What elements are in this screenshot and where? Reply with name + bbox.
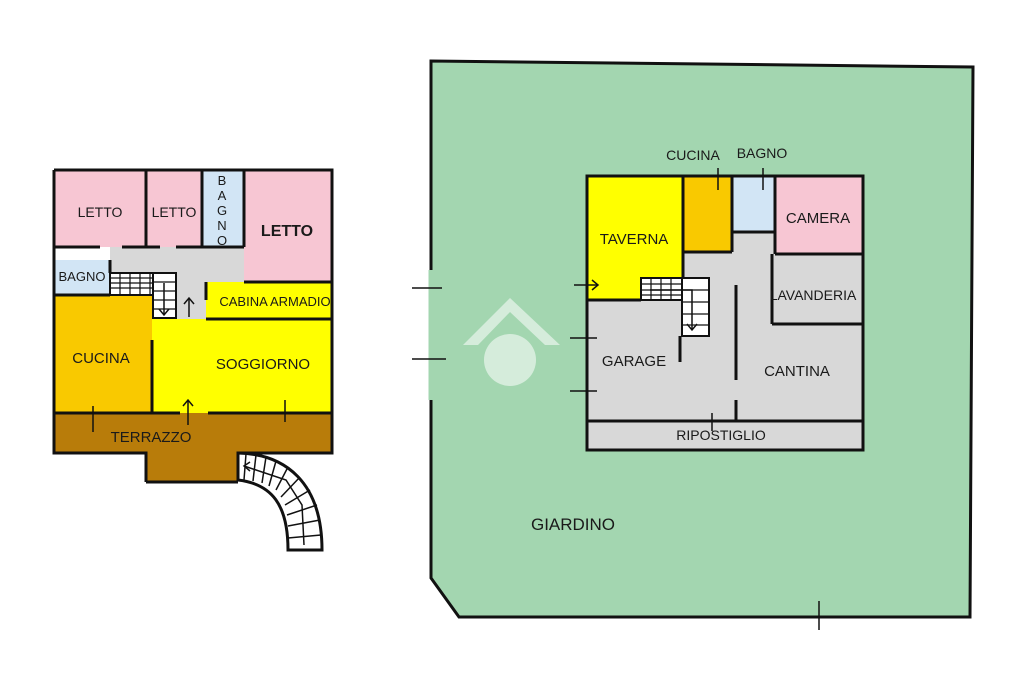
label-cantina: CANTINA [764, 363, 830, 380]
label-ripostiglio: RIPOSTIGLIO [676, 427, 766, 443]
label-letto-1: LETTO [78, 204, 123, 220]
room-letto-1 [54, 170, 146, 247]
curved-stair-arrow [242, 461, 305, 546]
interior-stair-right-down [681, 277, 710, 337]
room-cabina-armadio [206, 282, 332, 319]
left-plan-walls [52, 168, 334, 484]
stair-down-arrow [158, 283, 170, 317]
label-bagno-right: BAGNO [737, 145, 788, 161]
window-marks-right [412, 168, 820, 630]
label-bagno-v-4: O [217, 233, 227, 248]
label-cucina-left: CUCINA [72, 350, 130, 367]
room-letto-2 [146, 170, 202, 247]
label-cucina-right: CUCINA [666, 147, 720, 163]
room-camera [775, 176, 863, 254]
room-cucina-right [683, 176, 732, 252]
label-bagno-v-0: B [218, 173, 227, 188]
label-soggiorno: SOGGIORNO [216, 356, 310, 373]
right-stair-arrow [650, 289, 698, 332]
entrance-arrow [182, 398, 194, 425]
room-bagno-right [732, 176, 775, 232]
right-floor-plan: CUCINA BAGNO TAVERNA CAMERA LAVANDERIA G… [412, 59, 975, 630]
room-bagno-vertical [202, 170, 244, 247]
right-stair-steps [641, 278, 709, 326]
label-letto-main: LETTO [261, 223, 313, 240]
label-lavanderia: LAVANDERIA [770, 287, 857, 303]
label-garage: GARAGE [602, 353, 666, 370]
label-terrazzo: TERRAZZO [111, 429, 192, 446]
label-bagno-v-2: G [217, 203, 227, 218]
left-floor-plan: LETTO LETTO B A G N O LETTO BAGNO CABINA… [52, 168, 334, 552]
room-bagno [54, 260, 110, 295]
right-plan-walls [585, 174, 865, 452]
label-cabina-armadio: CABINA ARMADIO [219, 294, 330, 309]
window-marks-left [92, 400, 286, 432]
stair-up-arrow [183, 296, 195, 317]
exterior-curved-stair [236, 451, 324, 552]
label-taverna: TAVERNA [600, 231, 669, 248]
label-bagno-v-3: N [217, 218, 226, 233]
room-letto-main [244, 170, 332, 282]
label-camera: CAMERA [786, 210, 850, 227]
label-letto-2: LETTO [152, 204, 197, 220]
label-bagno: BAGNO [59, 269, 106, 284]
label-giardino: GIARDINO [531, 515, 615, 534]
room-cucina [54, 295, 152, 413]
label-bagno-v-1: A [218, 188, 227, 203]
room-terrazzo [54, 413, 332, 482]
house-logo-icon [463, 298, 560, 386]
room-soggiorno [152, 319, 332, 413]
